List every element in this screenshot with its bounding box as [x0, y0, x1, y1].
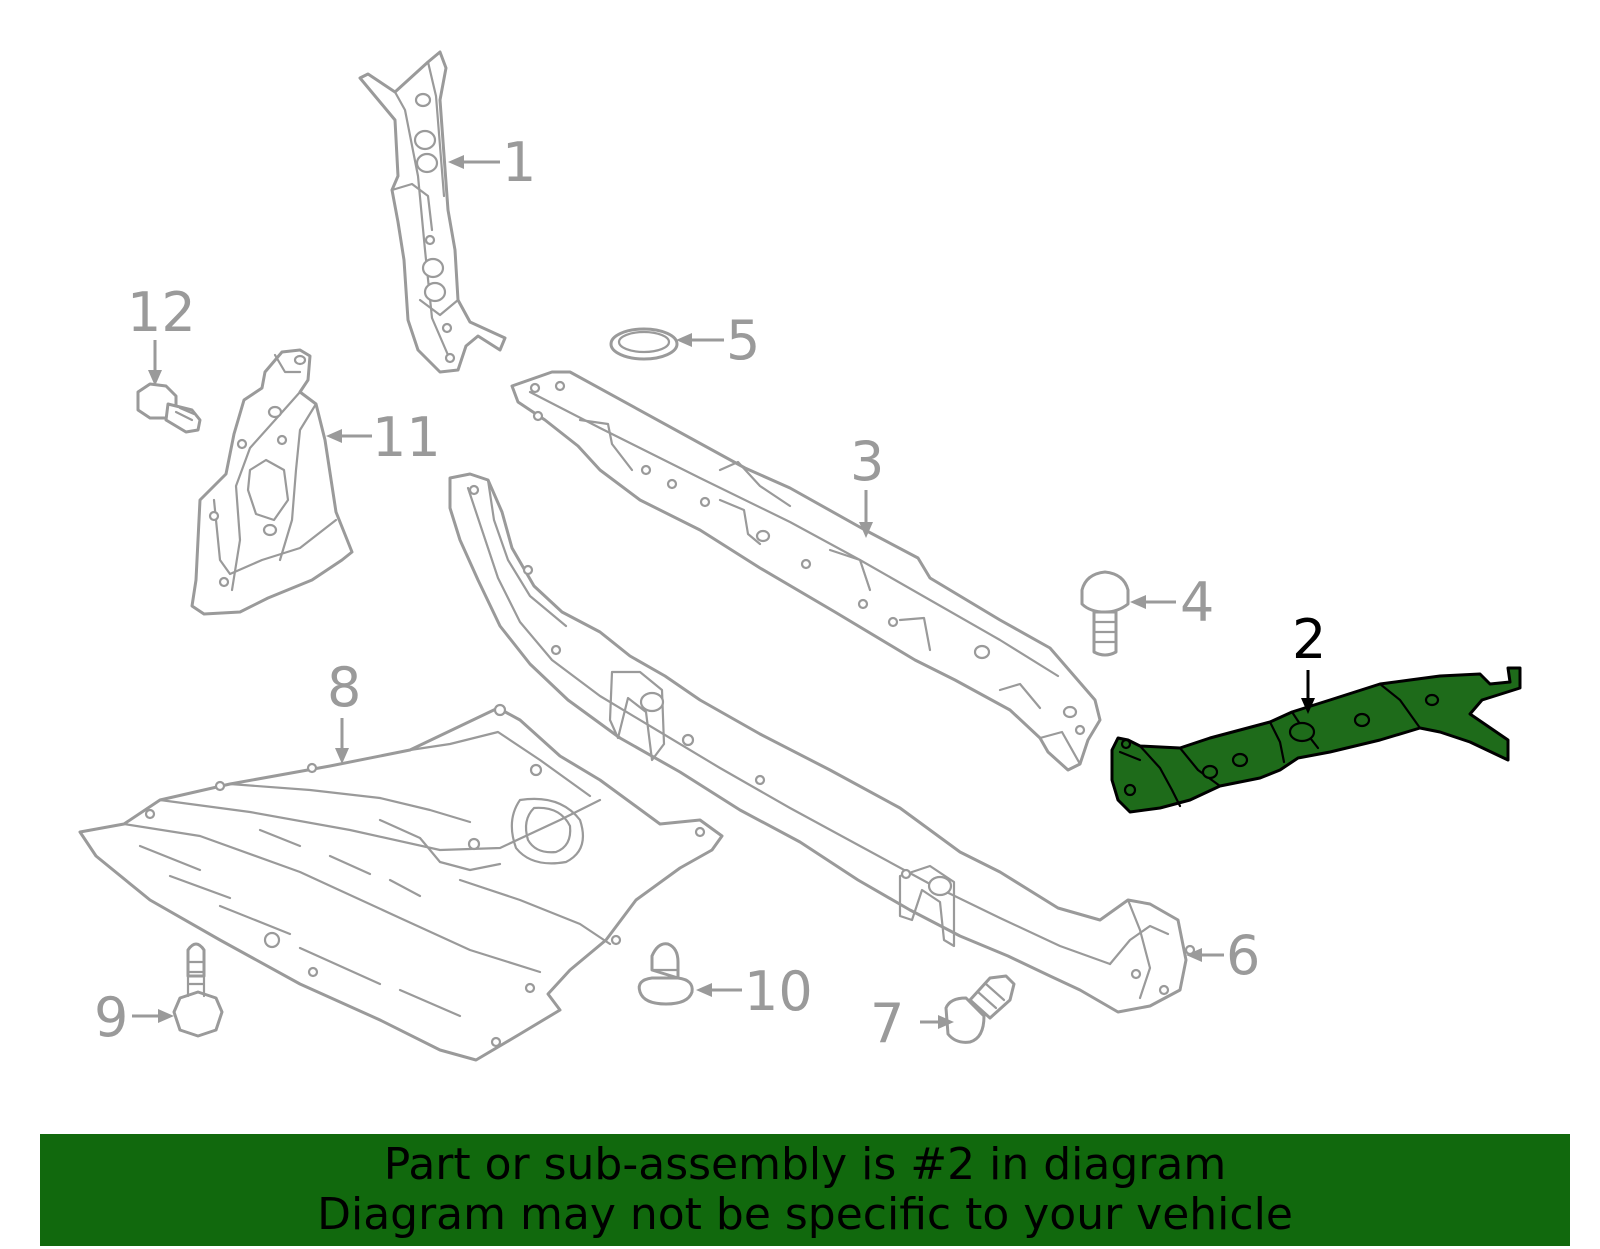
part-5-grommet — [609, 327, 679, 361]
leader-lines — [132, 155, 1315, 1029]
part-6-lower-core-support — [448, 472, 1196, 1014]
callout-4: 4 — [1180, 571, 1214, 634]
part-12-bolt — [136, 382, 202, 434]
info-banner: Part or sub-assembly is #2 in diagram Di… — [40, 1134, 1570, 1246]
callout-12: 12 — [127, 281, 196, 344]
callout-6: 6 — [1226, 924, 1260, 987]
part-10-clip — [637, 942, 694, 1006]
callout-1: 1 — [502, 131, 536, 194]
callout-7: 7 — [870, 992, 904, 1055]
callout-9: 9 — [94, 986, 128, 1049]
part-11-side-bracket — [190, 348, 354, 616]
part-3-upper-core-support — [510, 370, 1102, 772]
banner-line-2: Diagram may not be specific to your vehi… — [317, 1189, 1293, 1240]
callout-10: 10 — [744, 960, 813, 1023]
callout-5: 5 — [726, 309, 760, 372]
callout-8: 8 — [327, 656, 361, 719]
part-4-bolt — [1080, 570, 1130, 657]
part-2-highlighted-bracket — [1110, 666, 1522, 814]
part-7-bolt — [944, 974, 1016, 1044]
callout-2: 2 — [1292, 608, 1326, 671]
part-8-undercover — [78, 703, 724, 1062]
callout-11: 11 — [372, 406, 441, 469]
callout-3: 3 — [850, 430, 884, 493]
part-9-clip — [172, 942, 224, 1038]
callout-labels: 1 2 3 4 5 6 7 8 9 10 11 12 — [94, 131, 1326, 1055]
part-1-support-bracket — [358, 50, 507, 374]
banner-line-1: Part or sub-assembly is #2 in diagram — [383, 1139, 1227, 1190]
